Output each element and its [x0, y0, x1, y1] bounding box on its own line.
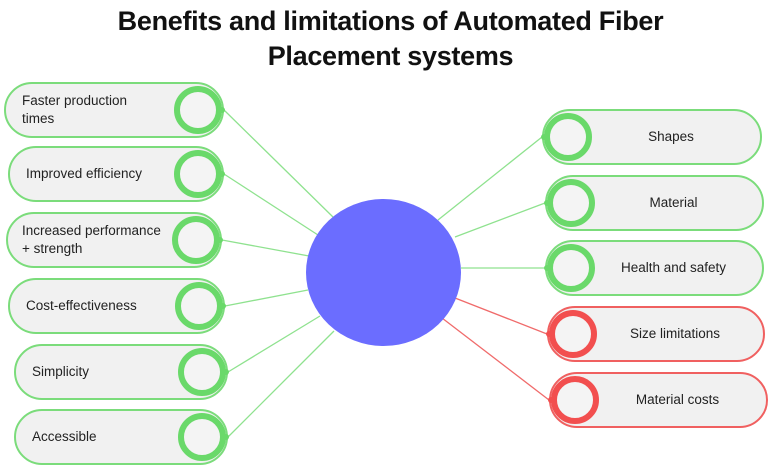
benefit-label: Faster production times: [22, 93, 128, 126]
diagram-title: Benefits and limitations of Automated Fi…: [0, 4, 781, 74]
connector-benefit-5: [227, 315, 321, 373]
benefit-ring-icon: [178, 413, 229, 461]
limitation-label: Size limitations: [629, 326, 721, 341]
title-line-1: Benefits and limitations of Automated Fi…: [117, 6, 664, 36]
benefit-cost-effectiveness: Cost-effectiveness: [8, 278, 226, 334]
central-hub-circle: [306, 199, 461, 346]
connector-benefit-1: [223, 109, 335, 219]
benefit-label: Cost-effectiveness: [26, 298, 137, 313]
benefit-label: Improved efficiency: [26, 166, 143, 181]
limitation-ring-icon: [544, 179, 595, 227]
limitation-ring-icon: [546, 310, 597, 358]
limitation-ring-icon: [548, 376, 599, 424]
benefit-ring-icon: [172, 216, 223, 264]
benefit-label: Simplicity: [32, 364, 90, 379]
limitation-ring-icon: [541, 113, 592, 161]
limitation-shapes: Shapes: [541, 109, 762, 165]
benefit-ring-icon: [174, 86, 225, 134]
benefit-improved-efficiency: Improved efficiency: [8, 146, 225, 202]
connector-benefit-2: [223, 173, 319, 236]
title-line-2: Placement systems: [267, 41, 514, 71]
connector-limitation-4: [454, 297, 548, 335]
benefit-ring-icon: [178, 348, 229, 396]
connector-benefit-6: [227, 330, 335, 438]
benefit-simplicity: Simplicity: [14, 344, 229, 400]
benefit-label: Accessible: [32, 429, 97, 444]
benefit-accessible: Accessible: [14, 409, 229, 465]
limitation-label: Material: [649, 195, 698, 210]
limitation-health-and-safety: Health and safety: [544, 240, 764, 296]
limitation-size-limitations: Size limitations: [546, 306, 765, 362]
limitation-material: Material: [544, 175, 764, 231]
connector-benefit-4: [224, 289, 309, 307]
benefit-ring-icon: [175, 282, 226, 330]
connector-benefit-3: [221, 239, 310, 257]
benefit-faster-production-times: Faster production times: [4, 82, 225, 138]
benefit-ring-icon: [174, 150, 225, 198]
connector-limitation-1: [437, 136, 543, 221]
connector-limitation-5: [441, 317, 550, 401]
limitation-label: Shapes: [648, 129, 694, 144]
benefit-increased-performance-strength: Increased performance + strength: [6, 212, 223, 268]
connector-limitation-2: [454, 202, 546, 238]
limitation-ring-icon: [544, 244, 595, 292]
limitation-label: Material costs: [635, 392, 720, 407]
limitation-label: Health and safety: [620, 260, 727, 275]
limitation-material-costs: Material costs: [548, 372, 768, 428]
benefit-label: Increased performance + strength: [22, 223, 161, 256]
